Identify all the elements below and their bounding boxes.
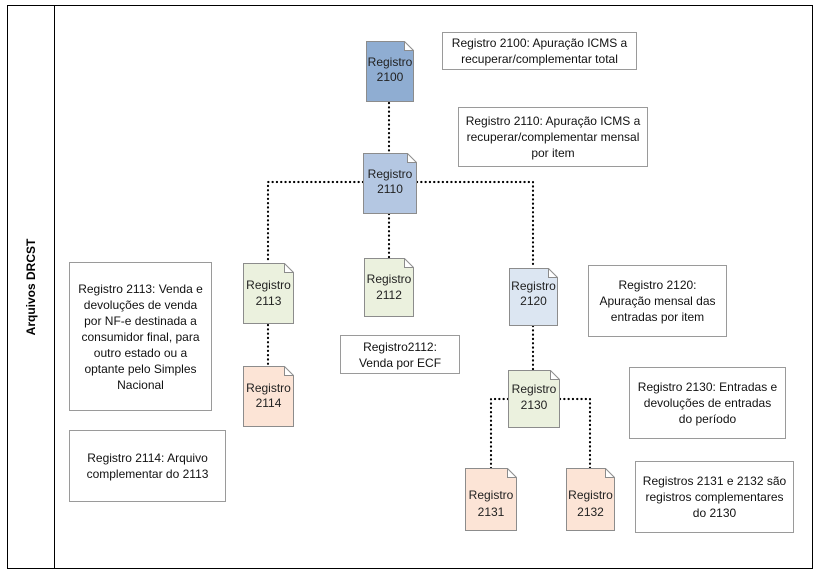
document-shape (364, 258, 414, 317)
document-shape (243, 366, 294, 427)
note-registro-2120: Registro 2120: Apuração mensal das entra… (588, 265, 727, 337)
node-registro-2131: Registro 2131 (465, 468, 517, 531)
connector-2130-2131 (489, 397, 510, 470)
document-shape (243, 263, 294, 324)
node-label: Registro (367, 55, 413, 69)
note-registros-2131-2132: Registros 2131 e 2132 são registros comp… (635, 461, 794, 533)
node-number: 2131 (477, 505, 505, 519)
node-label: Registro (246, 381, 291, 395)
node-registro-2114: Registro 2114 (243, 366, 294, 427)
connector-2110-2113 (266, 180, 365, 265)
node-registro-2100: Registro 2100 (366, 41, 414, 102)
note-registro-2130: Registro 2130: Entradas e devoluções de … (629, 367, 786, 439)
node-label: Registro (511, 279, 556, 293)
node-number: 2113 (255, 294, 282, 308)
document-shape (508, 370, 560, 428)
node-registro-2132: Registro 2132 (566, 468, 615, 531)
node-registro-2110: Registro 2110 (363, 153, 417, 214)
node-number: 2110 (377, 182, 403, 196)
node-number: 2132 (577, 505, 604, 519)
node-registro-2130: Registro 2130 (508, 370, 560, 428)
node-label: Registro (366, 272, 412, 286)
connector-2130-2132 (558, 397, 592, 470)
document-shape (366, 41, 414, 102)
node-label: Registro (511, 382, 557, 396)
node-label: Registro (468, 488, 514, 502)
note-registro-2100: Registro 2100: Apuração ICMS a recuperar… (442, 32, 637, 70)
document-shape (566, 468, 615, 531)
node-label: Registro (367, 167, 413, 181)
document-shape (465, 468, 517, 531)
node-registro-2112: Registro 2112 (364, 258, 414, 317)
node-label: Registro (568, 488, 613, 502)
node-number: 2130 (520, 398, 548, 412)
connector-2110-2120 (415, 180, 535, 270)
document-shape (509, 268, 558, 326)
side-column (7, 5, 55, 569)
node-registro-2113: Registro 2113 (243, 263, 294, 324)
note-registro-2112: Registro2112: Venda por ECF (340, 335, 460, 374)
note-registro-2110: Registro 2110: Apuração ICMS a recuperar… (458, 107, 648, 167)
node-number: 2114 (255, 396, 282, 410)
node-label: Registro (246, 278, 291, 292)
node-number: 2100 (376, 70, 404, 84)
note-registro-2113: Registro 2113: Venda e devoluções de ven… (69, 262, 212, 411)
document-shape (363, 153, 417, 214)
node-number: 2120 (520, 294, 547, 308)
node-registro-2120: Registro 2120 (509, 268, 558, 326)
diagram-frame (7, 5, 813, 569)
node-number: 2112 (376, 288, 402, 302)
note-registro-2114: Registro 2114: Arquivo complementar do 2… (69, 430, 226, 502)
